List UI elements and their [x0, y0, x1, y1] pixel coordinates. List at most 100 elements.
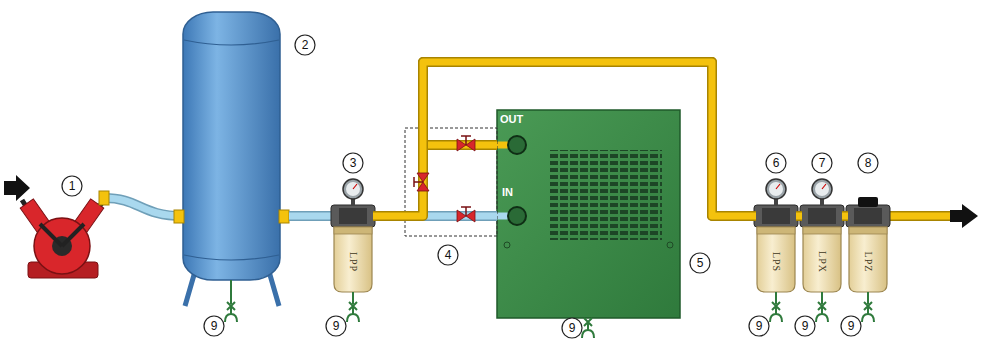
filter-lpx: [800, 205, 844, 292]
pipe-connector: [423, 62, 756, 216]
pipe: [104, 198, 183, 216]
callout-number: 3: [350, 157, 357, 169]
callout-number: 2: [302, 39, 309, 51]
text-slot: LPZ: [863, 252, 874, 273]
filter-node: LPP: [333, 200, 373, 292]
callout-circle: [295, 35, 315, 55]
text-slot: IN: [502, 186, 513, 198]
drain-symbol: [347, 302, 359, 322]
callout-circle: [841, 316, 861, 336]
callout-slot: 8: [865, 157, 872, 169]
pipe: [104, 198, 183, 216]
callout-number: 6: [773, 157, 780, 169]
callout-slot: 9: [333, 320, 340, 332]
callout-number: 5: [697, 257, 704, 269]
callout-slot: 6: [773, 157, 780, 169]
callout-slot: 3: [350, 157, 357, 169]
text-slot: LPP: [348, 252, 359, 272]
callout-circle: [438, 245, 458, 265]
callout-circle: [690, 253, 710, 273]
callout-number: 1: [69, 180, 76, 192]
callout-circle: [858, 153, 878, 173]
callout-circles: [62, 35, 878, 338]
filter-label: LPS: [771, 252, 782, 272]
callout-number: 4: [445, 249, 452, 261]
filter-lpp: [331, 205, 375, 292]
filter-node: LPX: [802, 200, 842, 292]
pipe-core: [373, 62, 756, 216]
text-slot: OUT: [500, 113, 523, 125]
callout-circle: [326, 316, 346, 336]
pipe-connector: [373, 62, 756, 216]
callout-slot: 5: [697, 257, 704, 269]
pipe-outline: [842, 211, 848, 221]
filter-node: LPS: [756, 200, 796, 292]
intake-arrow: [4, 175, 30, 201]
pipe: [888, 213, 950, 220]
callout-circle: [749, 316, 769, 336]
pipe-core: [423, 62, 756, 216]
drain-symbol: [862, 302, 874, 322]
filter-lpz: [846, 205, 890, 292]
fitting: [99, 191, 109, 205]
callout-circle: [812, 153, 832, 173]
outlet-arrow: [950, 204, 978, 228]
pipe-connector: [842, 216, 848, 217]
pipe-outline: [796, 211, 802, 221]
callout-circle: [795, 316, 815, 336]
port-label: OUT: [500, 113, 523, 125]
filter-label: LPZ: [863, 252, 874, 273]
callout-slot: 9: [211, 320, 218, 332]
pipe-outline: [373, 62, 756, 216]
callout-slot: 9: [569, 322, 576, 334]
callout-number: 9: [333, 320, 340, 332]
drains: [231, 280, 868, 304]
dryer-node: OUT IN: [497, 110, 680, 318]
callout-slot: 9: [848, 320, 855, 332]
callout-number: 9: [848, 320, 855, 332]
text-slot: LPS: [771, 252, 782, 272]
filter-label: LPX: [817, 251, 828, 273]
drain-symbol: [770, 302, 782, 322]
callout-number: 9: [802, 320, 809, 332]
callout-slot: 9: [756, 320, 763, 332]
pipe: [289, 213, 333, 220]
callout-number: 9: [569, 322, 576, 334]
pipe-core: [842, 213, 848, 220]
callout-slot: 2: [302, 39, 309, 51]
compressor: [20, 199, 104, 278]
callout-circle: [562, 318, 582, 338]
filter-cap: [858, 197, 878, 207]
pipe: [289, 211, 333, 221]
pipe-outline: [423, 62, 756, 216]
callout-circle: [204, 316, 224, 336]
callout-slot: 4: [445, 249, 452, 261]
callout-circle: [62, 176, 82, 196]
drain-symbol: [816, 302, 828, 322]
callout-slot: 1: [69, 180, 76, 192]
valve: [414, 136, 475, 222]
pipe-connector: [796, 216, 802, 217]
pressure-gauge: [812, 179, 832, 206]
drain-symbol: [582, 318, 594, 338]
filter-node: LPZ: [848, 200, 888, 292]
dryer: [497, 110, 680, 318]
drain-symbol: [225, 302, 237, 322]
pipe-core: [796, 213, 802, 220]
air-tank: [174, 12, 289, 306]
callout-number: 8: [865, 157, 872, 169]
callout-slot: 9: [802, 320, 809, 332]
callout-circle: [766, 153, 786, 173]
filter-label: LPP: [348, 252, 359, 272]
callout-number: 7: [819, 157, 826, 169]
pressure-gauge: [343, 179, 363, 206]
callout-number: 9: [756, 320, 763, 332]
callout-slot: 7: [819, 157, 826, 169]
filter-lps: [754, 205, 798, 292]
